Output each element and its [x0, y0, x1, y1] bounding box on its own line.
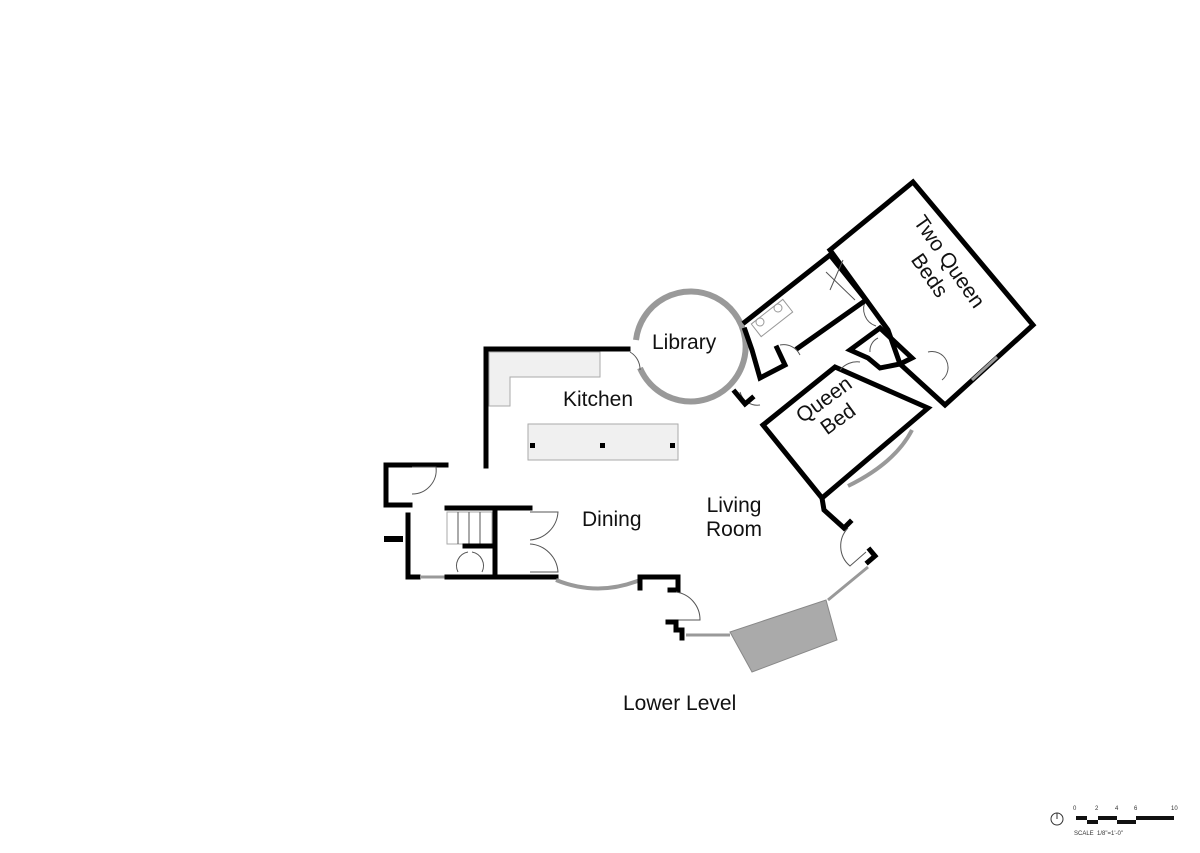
queen-bay-window	[847, 429, 914, 488]
scale-label: SCALE 1/8"=1'-0"	[1074, 831, 1123, 837]
kitchen-counter	[488, 351, 601, 407]
scale-segment	[1136, 816, 1174, 820]
scale-tick-2: 2	[1095, 806, 1099, 812]
island-stool	[530, 443, 535, 448]
vanity	[750, 298, 794, 338]
shower	[825, 259, 856, 301]
room-label-kitchen: Kitchen	[563, 388, 634, 411]
bathroom-wall	[741, 251, 870, 352]
scale-tick-6: 6	[1134, 806, 1138, 812]
scale-segment	[1098, 816, 1117, 820]
closet-door	[869, 337, 949, 381]
room-label-living: Living Room	[706, 494, 762, 542]
scale-segment	[1087, 820, 1098, 824]
scale-tick-0: 0	[1073, 806, 1077, 812]
two-queen-beds-room	[826, 178, 1037, 409]
closet	[845, 324, 917, 371]
hall-wall	[741, 326, 789, 382]
living-line1: Living	[706, 494, 762, 517]
living-line2: Room	[706, 518, 763, 541]
deck	[729, 599, 838, 673]
scale-bar	[1050, 812, 1174, 826]
scale-segment	[1117, 820, 1136, 824]
queen-bed-room	[759, 364, 933, 502]
scale-tick-4: 4	[1115, 806, 1119, 812]
island-stool	[600, 443, 605, 448]
living-wall	[665, 619, 685, 641]
sink	[755, 317, 765, 327]
entry-wall-stub	[384, 536, 403, 542]
window	[827, 565, 869, 602]
island-stool	[670, 443, 675, 448]
hall-wall	[731, 388, 756, 408]
level-title: Lower Level	[623, 692, 737, 715]
kitchen-wall	[483, 346, 631, 469]
living-wall	[819, 495, 854, 532]
kitchen-island	[527, 423, 679, 461]
scale-segment	[1076, 816, 1087, 820]
room-label-library: Library	[652, 331, 717, 354]
living-wall	[864, 546, 879, 566]
dining-double-door	[529, 511, 559, 573]
library-wall	[633, 288, 749, 405]
living-side-door	[840, 527, 867, 567]
entry-door	[411, 466, 437, 495]
queen-door	[839, 361, 861, 371]
living-wall	[637, 574, 681, 593]
sink	[773, 303, 783, 313]
scale-tick-10: 10	[1171, 806, 1178, 812]
closet-door	[456, 551, 484, 573]
library-door	[629, 351, 641, 371]
window	[970, 355, 999, 382]
entry-wall	[383, 462, 449, 508]
dining-bay-window	[555, 578, 641, 591]
room-label-dining: Dining	[582, 508, 642, 531]
living-door	[675, 591, 701, 621]
